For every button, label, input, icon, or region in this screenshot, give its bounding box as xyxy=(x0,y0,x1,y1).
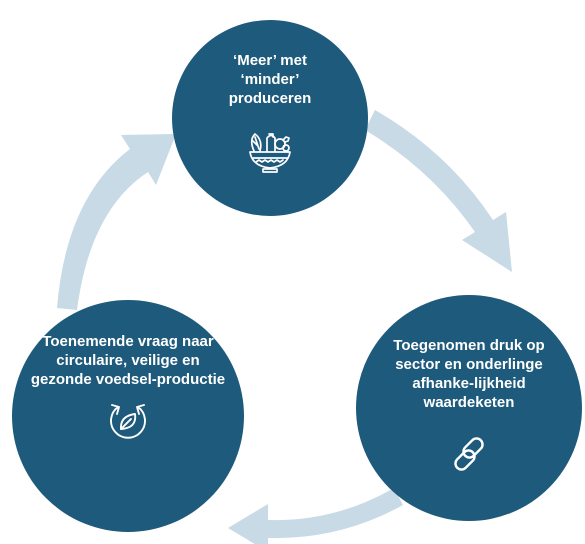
food-basket-icon xyxy=(249,133,291,173)
node-meer-met-minder: ‘Meer’ met ‘minder’ produceren xyxy=(172,20,368,216)
node-label: Toenemende vraag naar circulaire, veilig… xyxy=(30,333,226,388)
node-toenemende-vraag: Toenemende vraag naar circulaire, veilig… xyxy=(12,300,244,532)
node-label: ‘Meer’ met ‘minder’ produceren xyxy=(228,52,312,107)
arrow-top-to-right xyxy=(365,110,512,272)
arrow-left-to-top xyxy=(57,134,176,310)
chain-link-icon xyxy=(454,437,484,471)
node-label: Toegenomen druk op sector en onderlinge … xyxy=(393,337,545,411)
recycle-leaf-icon xyxy=(110,404,146,439)
node-toegenomen-druk: Toegenomen druk op sector en onderlinge … xyxy=(356,295,582,521)
arrow-right-to-left xyxy=(228,488,403,544)
